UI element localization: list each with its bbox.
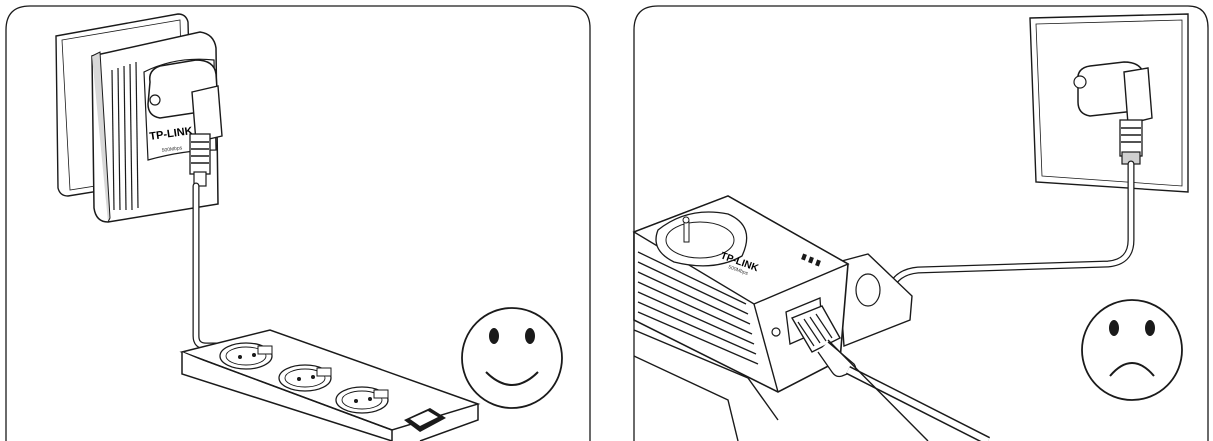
reset-button	[772, 328, 780, 336]
power-strip	[182, 330, 478, 441]
sad-face-icon	[1082, 300, 1182, 400]
powerline-adapter: TP-LINK 500Mbps	[634, 196, 848, 392]
power-strip-socket	[220, 343, 272, 369]
correct-setup-drawing: TP-LINK 500Mbps	[0, 0, 595, 441]
panel-incorrect-setup: TP-LINK 500Mbps	[628, 0, 1213, 441]
incorrect-setup-drawing: TP-LINK 500Mbps	[628, 0, 1213, 441]
power-strip-socket	[279, 365, 331, 391]
power-strip-cable	[196, 186, 230, 346]
panel-correct-setup: TP-LINK 500Mbps	[0, 0, 595, 441]
power-strip-socket	[336, 387, 388, 413]
happy-face-icon	[462, 308, 562, 408]
